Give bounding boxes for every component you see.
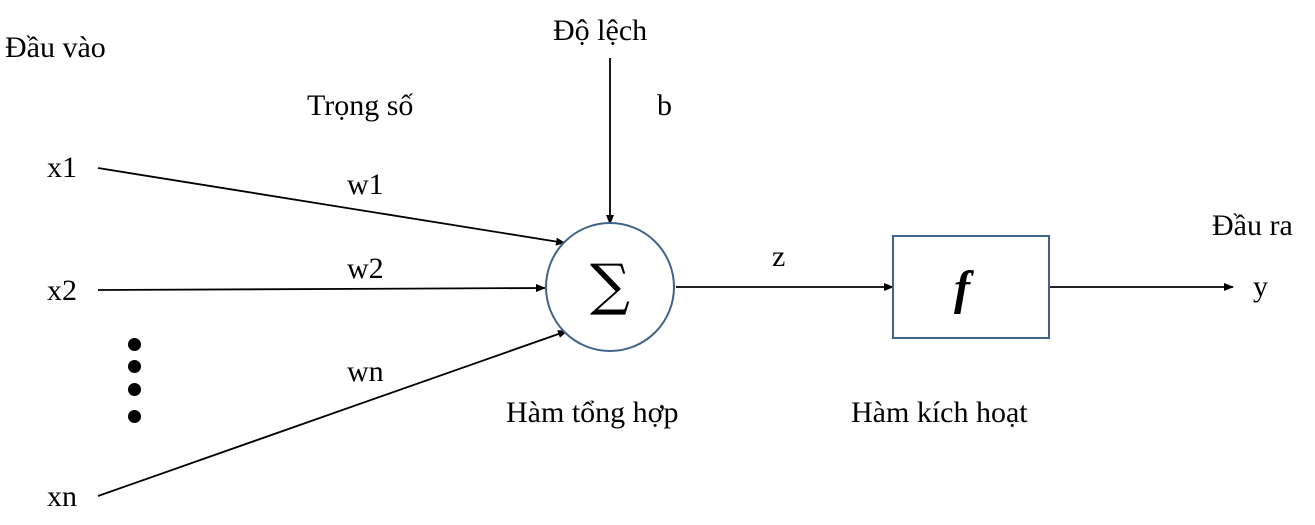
input-xn: xn: [47, 480, 77, 513]
input-x2: x2: [47, 274, 77, 307]
output-title: Đầu ra: [1212, 209, 1293, 242]
bias-title: Độ lệch: [553, 14, 648, 47]
weight-w2: w2: [347, 252, 384, 285]
edge-x1-w1: [97, 167, 566, 246]
z-label: z: [772, 240, 786, 273]
input-title: Đầu vào: [5, 31, 106, 64]
input-x1: x1: [47, 151, 77, 184]
activation-box: [892, 235, 1050, 339]
ellipsis-dot: [128, 410, 141, 423]
bias-symbol: b: [657, 89, 672, 122]
edge-x2-w2: [97, 284, 546, 293]
weights-title: Trọng số: [307, 89, 414, 122]
edge-xn-wn: [97, 330, 568, 497]
summation-symbol: ∑: [590, 253, 630, 318]
summation-caption: Hàm tổng hợp: [506, 396, 679, 429]
activation-symbol: f: [954, 262, 970, 315]
ellipsis-dot: [128, 383, 141, 396]
weight-wn: wn: [347, 355, 384, 388]
summation-node: [545, 222, 675, 352]
output-symbol: y: [1253, 270, 1268, 303]
ellipsis-dot: [128, 360, 141, 373]
ellipsis-dot: [128, 338, 141, 351]
weight-w1: w1: [347, 168, 384, 201]
activation-caption: Hàm kích hoạt: [851, 396, 1028, 429]
